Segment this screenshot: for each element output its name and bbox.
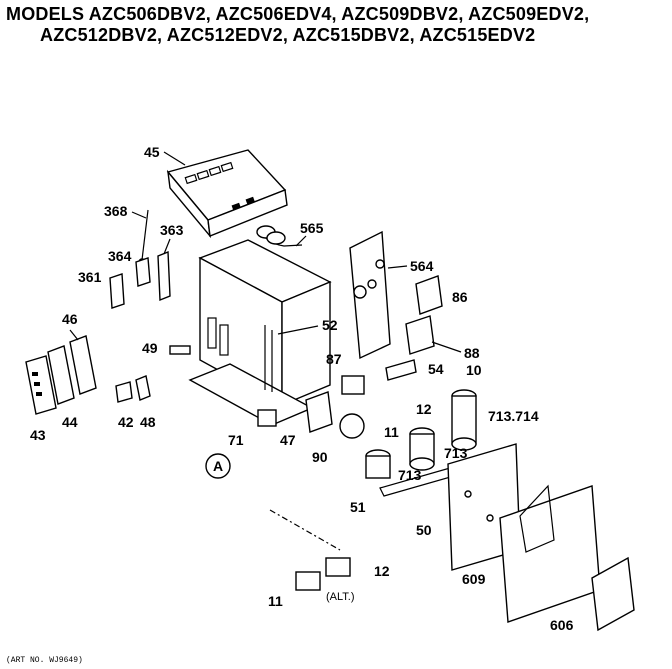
alt-label: (ALT.): [326, 591, 355, 603]
callout-44: 44: [62, 414, 78, 430]
callout-54: 54: [428, 361, 444, 377]
art-number: (ART NO. WJ9649): [6, 656, 83, 665]
part-86-capacitor: [415, 275, 443, 315]
callout-11a: 11: [384, 424, 399, 440]
part-11-capacitor: [365, 449, 391, 479]
part-363-switch: [157, 250, 171, 302]
models-title-line-1: MODELS AZC506DBV2, AZC506EDV4, AZC509DBV…: [6, 4, 590, 24]
callout-10: 10: [466, 362, 482, 378]
part-87-relay: [341, 375, 365, 395]
callout-713a: 713: [444, 445, 468, 461]
callout-364: 364: [108, 248, 132, 264]
part-368-sensor: [138, 209, 149, 266]
part-90-motor: [339, 413, 365, 439]
callout-43: 43: [30, 427, 46, 443]
callout-606: 606: [550, 617, 574, 633]
callout-86: 86: [452, 289, 468, 305]
part-12-capacitor: [409, 427, 435, 471]
callout-12b: 12: [374, 563, 390, 579]
callout-50: 50: [416, 522, 432, 538]
part-52-chassis: [188, 239, 332, 426]
callout-49: 49: [142, 340, 158, 356]
part-564-bracket: [349, 230, 391, 360]
callout-51: 51: [350, 499, 366, 515]
part-44-panel: [47, 345, 75, 405]
part-361-plate: [109, 273, 125, 309]
part-12-alt-switch: [325, 557, 351, 577]
part-45-control-panel: [166, 149, 288, 239]
callout-A: A: [213, 458, 223, 474]
callout-88: 88: [464, 345, 480, 361]
callout-713-714: 713.714: [488, 408, 539, 424]
callout-47: 47: [280, 432, 296, 448]
callout-609: 609: [462, 571, 486, 587]
part-46-board: [69, 335, 97, 395]
callout-90: 90: [312, 449, 328, 465]
callout-361: 361: [78, 269, 102, 285]
part-11-alt-switch: [295, 571, 321, 591]
callout-11b: 11: [268, 593, 283, 609]
part-43-cover: [25, 355, 57, 415]
callout-363: 363: [160, 222, 184, 238]
models-title-line-2: AZC512DBV2, AZC512EDV2, AZC515DBV2, AZC5…: [40, 25, 536, 45]
reference-circle-a: [205, 453, 231, 479]
part-42-switch: [115, 381, 133, 403]
part-565-wire-harness: [256, 225, 303, 247]
callout-52: 52: [322, 317, 338, 333]
callout-46: 46: [62, 311, 78, 327]
part-88-relay: [405, 315, 435, 355]
callout-564: 564: [410, 258, 434, 274]
callout-565: 565: [300, 220, 324, 236]
callout-368: 368: [104, 203, 128, 219]
part-71-relay: [257, 409, 277, 427]
callout-45: 45: [144, 144, 160, 160]
callout-42: 42: [118, 414, 134, 430]
part-49-clip: [169, 345, 191, 355]
callout-87: 87: [326, 351, 342, 367]
part-48-bracket: [135, 375, 151, 401]
part-10-capacitor: [451, 389, 477, 451]
callout-71: 71: [228, 432, 244, 448]
part-606-cover: [591, 556, 635, 632]
part-54-bracket: [385, 359, 417, 381]
callout-48: 48: [140, 414, 156, 430]
callout-713b: 713: [398, 467, 422, 483]
part-364-bracket: [135, 257, 151, 287]
part-47-bracket: [305, 391, 333, 433]
callout-12a: 12: [416, 401, 432, 417]
